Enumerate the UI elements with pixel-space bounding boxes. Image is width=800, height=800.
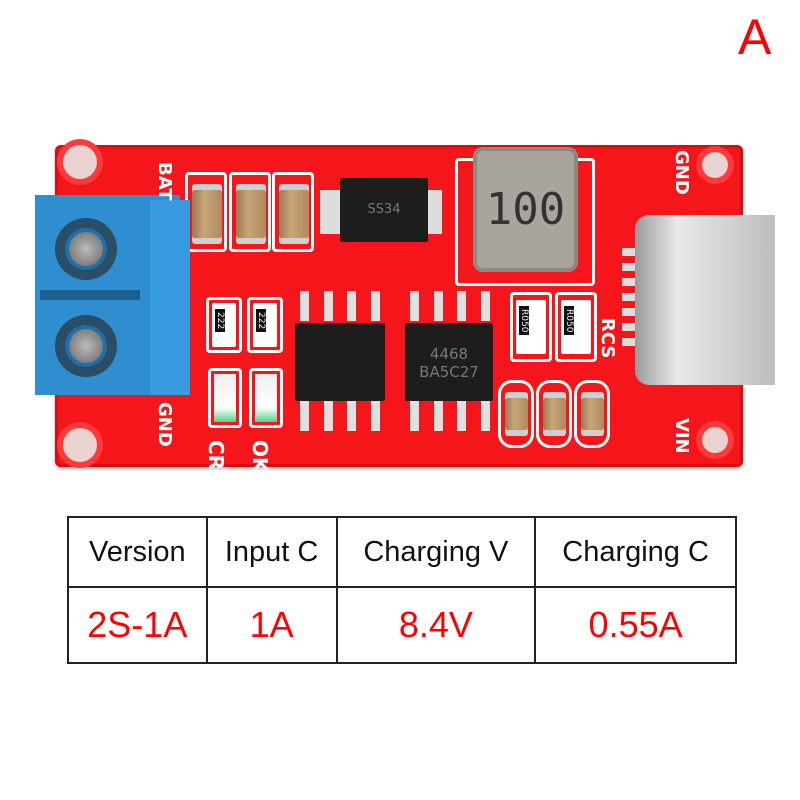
capacitor (236, 190, 266, 238)
label-cr: CR (204, 440, 228, 471)
cap-footprint (229, 172, 271, 252)
schottky-diode: SS34 (340, 178, 428, 242)
variant-label: A (738, 9, 772, 65)
resistor-footprint (510, 292, 552, 362)
value-input-current: 1A (205, 586, 338, 664)
screw-icon (55, 315, 117, 377)
resistor-footprint (247, 297, 283, 353)
terminal-divider (40, 290, 140, 300)
mounting-hole (63, 428, 97, 462)
resistor-footprint (555, 292, 597, 362)
led-resistor: 222 (212, 303, 236, 347)
terminal-side (150, 200, 190, 395)
resistor-marking: 222 (256, 309, 266, 333)
spec-table: Version Input C Charging V Charging C 2S… (67, 516, 737, 664)
mounting-hole (702, 427, 728, 453)
sense-resistor: R050 (516, 300, 546, 354)
led-charging (214, 374, 236, 422)
table-header-row: Version Input C Charging V Charging C (67, 516, 737, 588)
inductor: 100 (473, 147, 578, 272)
ic2-marking-2: BA5C27 (419, 363, 479, 381)
label-bat: BAT (154, 162, 175, 201)
value-charging-voltage: 8.4V (335, 586, 537, 664)
resistor-marking: R050 (519, 306, 529, 336)
label-gnd-right: GND (671, 150, 692, 195)
mounting-hole (63, 145, 97, 179)
led-resistor: 222 (253, 303, 277, 347)
sense-resistor: R050 (561, 300, 591, 354)
capacitor (543, 398, 566, 430)
cap-footprint (272, 172, 314, 252)
led-ok (255, 374, 277, 422)
label-rcs: RCS (597, 318, 618, 359)
ic2-marking-1: 4468 (429, 345, 469, 363)
ic2-pins (410, 291, 490, 431)
led-footprint (249, 368, 283, 428)
charger-ic (295, 323, 385, 401)
label-ok: OK (248, 440, 272, 473)
value-charging-current: 0.55A (534, 586, 737, 664)
led-footprint (208, 368, 242, 428)
usb-c-port (635, 215, 775, 385)
capacitor (581, 398, 604, 430)
label-gnd-left: GND (154, 402, 175, 447)
cap-footprint (536, 380, 572, 448)
mounting-hole (702, 152, 728, 178)
resistor-footprint (206, 297, 242, 353)
ic1-pins (300, 291, 380, 431)
label-vin: VIN (671, 418, 692, 454)
header-version: Version (67, 516, 208, 588)
header-charging-current: Charging C (534, 516, 737, 588)
table-row: 2S-1A 1A 8.4V 0.55A (67, 586, 737, 664)
capacitor (192, 190, 222, 238)
value-version: 2S-1A (67, 586, 208, 664)
capacitor (505, 398, 528, 430)
header-input-current: Input C (205, 516, 338, 588)
header-charging-voltage: Charging V (335, 516, 537, 588)
resistor-marking: R050 (564, 306, 574, 336)
cap-footprint (498, 380, 534, 448)
screw-icon (55, 218, 117, 280)
resistor-marking: 222 (215, 309, 225, 333)
capacitor (279, 190, 309, 238)
mosfet-ic: 4468 BA5C27 (405, 323, 493, 401)
cap-footprint (574, 380, 610, 448)
